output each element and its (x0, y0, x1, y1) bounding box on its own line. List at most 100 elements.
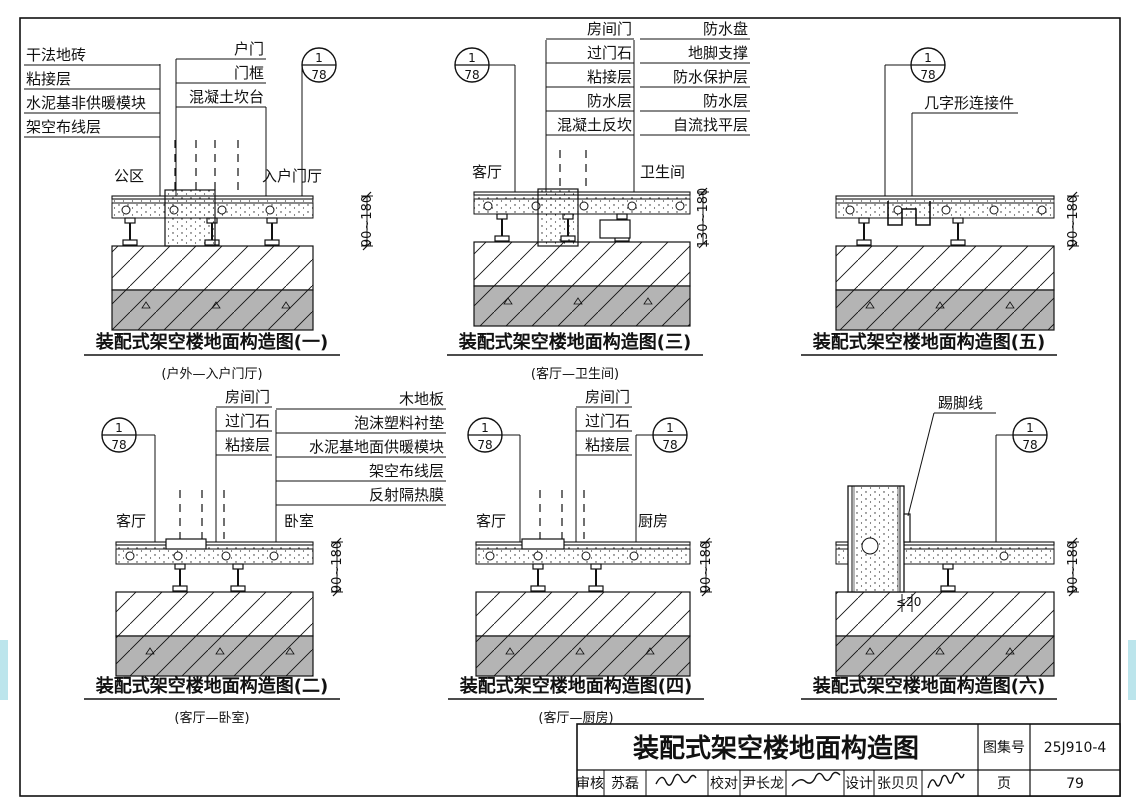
dimension-mark: 90~180 (699, 537, 714, 597)
pedestal-base (940, 585, 956, 592)
aggregate-mark (643, 297, 653, 305)
callout-label: 水泥基地面供暖模块 (309, 438, 444, 456)
callout-label: 干法地砖 (26, 46, 86, 64)
support-pedestal (530, 563, 546, 592)
heating-pipe (485, 551, 495, 561)
skirting-label: 踢脚线 (938, 394, 983, 412)
reference-bottom-number: 78 (662, 438, 677, 452)
reference-bottom-number: 78 (477, 438, 492, 452)
figure-caption: 装配式架空楼地面构造图(五) (801, 331, 1057, 356)
connector-label: 几字形连接件 (924, 94, 1014, 112)
pedestal-base (172, 585, 188, 592)
support-pedestal (940, 563, 956, 592)
reference-bottom-number: 78 (111, 438, 126, 452)
figure-caption: 装配式架空楼地面构造图(四)(客厅—厨房) (448, 675, 704, 726)
aggregate-mark (281, 301, 291, 309)
callout-label: 混凝土反坎 (557, 116, 632, 134)
heating-pipe (941, 205, 951, 215)
reference-bottom-number: 78 (311, 68, 326, 82)
support-pedestal (172, 563, 188, 592)
threshold-stone (521, 538, 565, 550)
heating-pipe (579, 201, 589, 211)
atlas-label: 图集号 (983, 739, 1025, 756)
aggregate-mark (503, 297, 513, 305)
structural-slab (115, 591, 314, 637)
room-label-right: 厨房 (638, 512, 668, 530)
heating-pipe (675, 201, 685, 211)
omega-connector (887, 201, 931, 226)
callout-label: 混凝土坎台 (189, 88, 264, 106)
callout-label: 户门 (234, 40, 264, 58)
callout-label: 地脚支撑 (688, 44, 748, 62)
module-layer (115, 548, 314, 565)
drawing-title: 装配式架空楼地面构造图 (633, 733, 919, 764)
callout-label: 房间门 (585, 388, 630, 406)
figure-3: 房间门过门石粘接层防水层混凝土反坎防水盘地脚支撑防水保护层防水层自流找平层客厅卫… (447, 20, 750, 382)
base-layer-hatch (116, 636, 313, 676)
check-label: 校对 (710, 775, 738, 792)
room-label-right: 卧室 (284, 512, 314, 530)
room-label-right: 卫生间 (640, 163, 685, 181)
dimension-slash (362, 241, 372, 251)
reference-top-number: 1 (924, 51, 932, 65)
detail-reference-symbol: 178 (1012, 417, 1048, 453)
dimension-slash (332, 537, 342, 547)
checker-signature (791, 771, 841, 787)
dimension-slash (1068, 191, 1078, 201)
reference-bottom-number: 78 (1022, 438, 1037, 452)
threshold-stone (165, 538, 207, 550)
adhesive-layer (835, 198, 1055, 204)
support-pedestal (856, 217, 872, 246)
reference-top-number: 1 (315, 51, 323, 65)
pedestal-base (122, 239, 138, 246)
aggregate-mark (575, 647, 585, 655)
aggregate-mark (1005, 301, 1015, 309)
adhesive-layer (473, 194, 691, 200)
heating-pipe (1037, 205, 1047, 215)
design-label: 设计 (845, 776, 873, 792)
support-pedestal (264, 217, 280, 246)
detail-reference-symbol: 178 (467, 417, 503, 453)
base-layer-hatch (836, 636, 1054, 676)
dimension-slash (1068, 241, 1078, 251)
concrete-curb (164, 189, 216, 247)
callout-label: 粘接层 (587, 68, 632, 86)
caption-text: 装配式架空楼地面构造图(二) (96, 675, 328, 697)
reference-top-number: 1 (115, 421, 123, 435)
room-label-left: 客厅 (472, 163, 502, 181)
dimension-slash (1068, 537, 1078, 547)
callout-label: 自流找平层 (673, 116, 748, 134)
pedestal-head (532, 563, 544, 570)
caption-text: 装配式架空楼地面构造图(六) (813, 675, 1045, 697)
detail-reference-symbol: 178 (301, 47, 337, 83)
page-number: 79 (1066, 776, 1084, 792)
caption-text: 装配式架空楼地面构造图(五) (813, 331, 1045, 353)
finish-layer (835, 195, 1055, 200)
caption-text: 装配式架空楼地面构造图(四) (460, 675, 692, 697)
detail-reference-symbol: 178 (454, 47, 490, 83)
dimension-slash (362, 191, 372, 201)
reference-bottom-number: 78 (920, 68, 935, 82)
dimension-text: 90~180 (1066, 541, 1081, 593)
base-layer-hatch (836, 290, 1054, 330)
aggregate-mark (865, 647, 875, 655)
pedestal-head (266, 217, 278, 224)
heating-pipe (125, 551, 135, 561)
callout-label: 架空布线层 (26, 118, 101, 136)
pedestal-head (174, 563, 186, 570)
detail-reference-symbol: 178 (652, 417, 688, 453)
callout-label: 过门石 (585, 412, 630, 430)
dimension-slash (698, 187, 708, 197)
aggregate-mark (285, 647, 295, 655)
title-block: 装配式架空楼地面构造图 图集号 25J910-4 页 79 审核 苏磊 校对 尹… (576, 723, 1121, 797)
figure-4: 房间门过门石粘接层客厅厨房17817890~180装配式架空楼地面构造图(四)(… (448, 388, 714, 726)
support-pedestal (230, 563, 246, 592)
heating-pipe (173, 551, 183, 561)
aggregate-mark (935, 647, 945, 655)
room-label-right: 入户门厅 (262, 167, 322, 185)
